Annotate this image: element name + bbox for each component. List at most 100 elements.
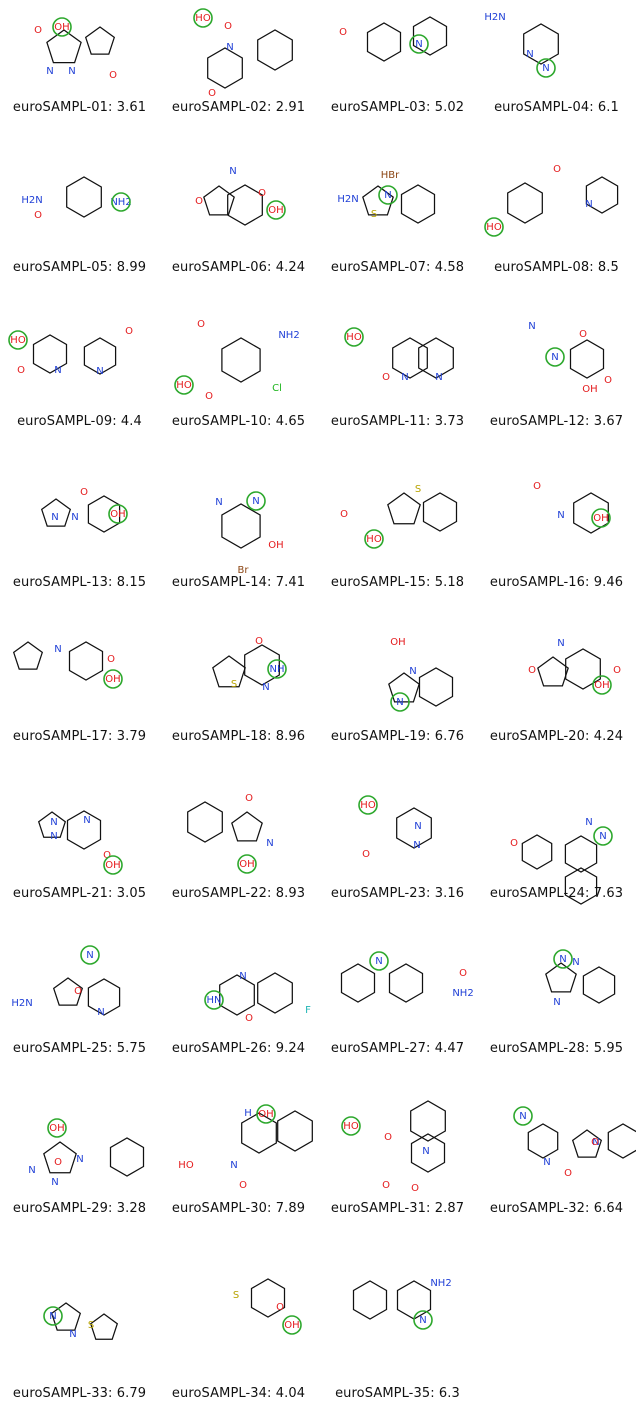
ionizable-site-highlight <box>409 34 429 54</box>
atom-label: N <box>409 666 416 677</box>
ionizable-site-highlight <box>111 192 131 212</box>
atom-label: N <box>50 831 57 842</box>
atom-label: O <box>533 481 541 492</box>
six-membered-ring <box>68 641 104 681</box>
six-membered-ring <box>109 1137 145 1177</box>
five-membered-ring <box>43 1141 77 1174</box>
atom-label: O <box>17 365 25 376</box>
six-membered-ring <box>507 182 543 224</box>
molecule-label: euroSAMPL-24: 7.63 <box>489 886 624 901</box>
molecule-label: euroSAMPL-07: 4.58 <box>330 260 465 275</box>
atom-label: O <box>411 1183 419 1194</box>
atom-label: O <box>195 196 203 207</box>
atom-label: OH <box>110 509 125 520</box>
ionizable-site-highlight <box>237 854 257 874</box>
molecule-label: euroSAMPL-23: 3.16 <box>330 886 465 901</box>
ionizable-site-highlight <box>378 185 398 205</box>
atom-label: O <box>382 1180 390 1191</box>
molecule-label: euroSAMPL-25: 5.75 <box>12 1041 147 1056</box>
atom-label: O <box>340 509 348 520</box>
atom-label: N <box>553 997 560 1008</box>
atom-label: N <box>71 512 78 523</box>
atom-label: O <box>591 1137 599 1148</box>
atom-label: Cl <box>272 383 282 394</box>
atom-label: O <box>258 188 266 199</box>
atom-label: O <box>384 1132 392 1143</box>
atom-label: O <box>80 487 88 498</box>
molecule-label: euroSAMPL-04: 6.1 <box>494 100 619 115</box>
six-membered-ring <box>83 337 117 375</box>
atom-label: OH <box>582 384 597 395</box>
atom-label: OH <box>105 860 120 871</box>
five-membered-ring <box>571 1129 603 1158</box>
ionizable-site-highlight <box>80 945 100 965</box>
atom-label: N <box>252 496 259 507</box>
atom-label: O <box>34 210 42 221</box>
atom-label: OH <box>268 540 283 551</box>
atom-label: O <box>564 1168 572 1179</box>
atom-label: HO <box>346 332 362 343</box>
atom-label: O <box>103 850 111 861</box>
molecule-label: euroSAMPL-20: 4.24 <box>489 729 624 744</box>
molecule-label: euroSAMPL-32: 6.64 <box>489 1201 624 1216</box>
ionizable-site-highlight <box>536 58 556 78</box>
ionizable-site-highlight <box>358 795 378 815</box>
molecule-label: euroSAMPL-18: 8.96 <box>171 729 306 744</box>
ionizable-site-highlight <box>174 375 194 395</box>
atom-label: O <box>276 1302 284 1313</box>
ionizable-site-highlight <box>591 508 611 528</box>
atom-label: HBr <box>381 170 400 181</box>
ionizable-site-highlight <box>47 1118 67 1138</box>
molecule-label: euroSAMPL-01: 3.61 <box>12 100 147 115</box>
six-membered-ring <box>396 1280 432 1320</box>
molecule-label: euroSAMPL-27: 4.47 <box>330 1041 465 1056</box>
atom-label: N <box>401 372 408 383</box>
five-membered-ring <box>545 962 577 993</box>
molecule-label: euroSAMPL-26: 9.24 <box>171 1041 306 1056</box>
ionizable-site-highlight <box>193 8 213 28</box>
six-membered-ring <box>410 1133 446 1173</box>
atom-label: NH <box>270 664 285 675</box>
ionizable-site-highlight <box>545 347 565 367</box>
atom-label: N <box>69 1329 76 1340</box>
atom-label: N <box>230 1160 237 1171</box>
atom-label: O <box>510 838 518 849</box>
atom-label: O <box>74 986 82 997</box>
six-membered-ring <box>366 22 402 62</box>
ionizable-site-highlight <box>103 669 123 689</box>
atom-label: O <box>339 27 347 38</box>
six-membered-ring <box>523 23 559 65</box>
atom-label: HO <box>366 534 382 545</box>
ionizable-site-highlight <box>344 327 364 347</box>
ionizable-site-highlight <box>369 951 389 971</box>
molecule-label: euroSAMPL-14: 7.41 <box>171 575 306 590</box>
atom-label: N <box>592 1137 599 1148</box>
five-membered-ring <box>12 641 44 670</box>
atom-label: O <box>613 665 621 676</box>
atom-label: HO <box>178 1160 194 1171</box>
five-membered-ring <box>231 811 263 842</box>
six-membered-ring <box>521 834 553 870</box>
six-membered-ring <box>565 648 601 690</box>
five-membered-ring <box>212 655 246 688</box>
atom-label: O <box>34 25 42 36</box>
six-membered-ring <box>66 176 102 218</box>
atom-label: O <box>362 849 370 860</box>
atom-label: N <box>229 166 236 177</box>
atom-label: OH <box>258 1109 273 1120</box>
six-membered-ring <box>410 1100 446 1142</box>
six-membered-ring <box>564 867 598 905</box>
